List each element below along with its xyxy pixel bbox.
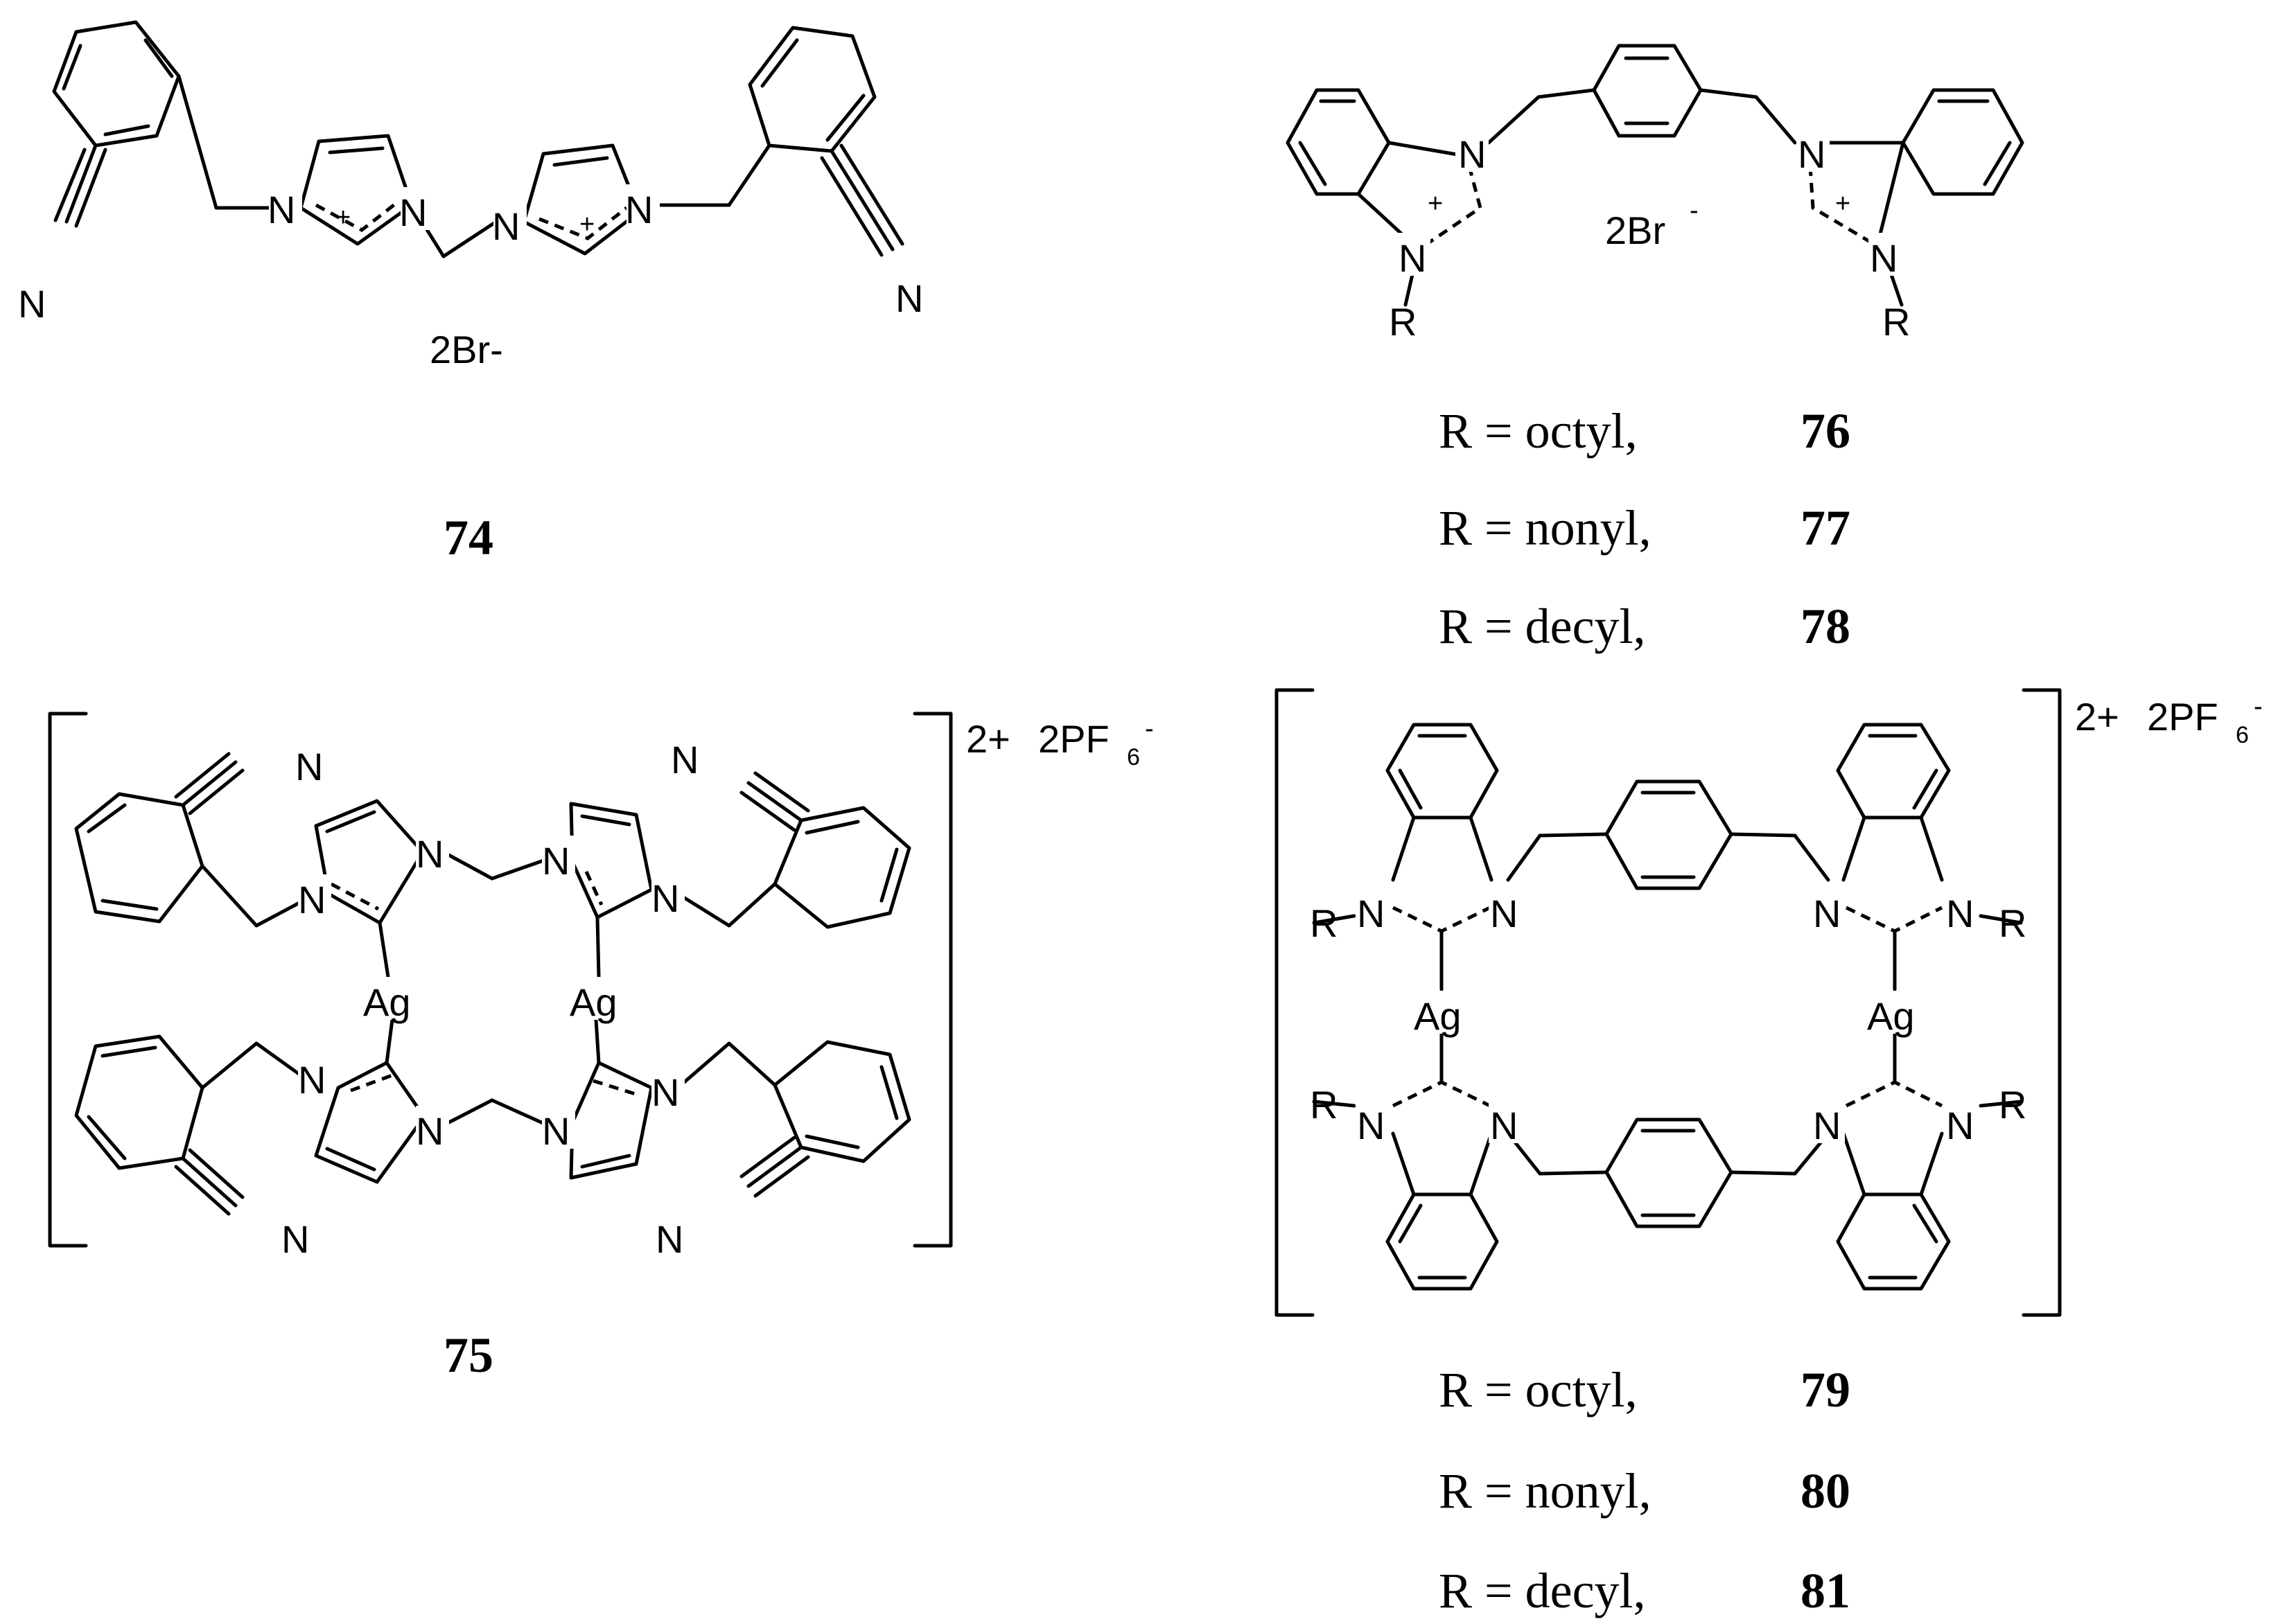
atom-N: N <box>1490 892 1518 935</box>
atom-N: N <box>298 878 326 921</box>
atom-N: N <box>1458 132 1486 176</box>
atom-N: N <box>651 1070 679 1114</box>
atom-N: N <box>399 191 427 234</box>
charge-label: 2+ <box>2075 695 2119 739</box>
atom-N: N <box>895 276 923 320</box>
series-number: 80 <box>1800 1463 1850 1519</box>
atom-N: N <box>295 745 323 788</box>
compound-75-structure <box>48 712 953 1248</box>
atom-N: N <box>1870 236 1898 280</box>
atom-N: N <box>671 738 699 782</box>
compound-76-78-structure <box>1286 44 2024 307</box>
charge-plus: + <box>1835 189 1850 218</box>
charge-plus: + <box>335 203 351 232</box>
atom-N: N <box>492 204 520 248</box>
charge-minus: - <box>1145 714 1154 743</box>
atom-N: N <box>1357 1104 1385 1147</box>
counterion-76: 2Br <box>1605 209 1665 252</box>
series-label: R = octyl, <box>1439 403 1638 459</box>
atom-N: N <box>1813 1104 1841 1147</box>
counterion-subscript: 6 <box>1127 744 1140 770</box>
counterion-pf6: 2PF <box>1038 717 1110 761</box>
atom-N: N <box>1357 892 1385 935</box>
series-number: 81 <box>1800 1563 1850 1618</box>
series-label: R = decyl, <box>1439 599 1646 654</box>
substituent-R: R <box>1389 300 1417 344</box>
counterion-subscript: 6 <box>2236 722 2249 748</box>
charge-plus: + <box>579 210 595 239</box>
series-number: 77 <box>1800 500 1850 556</box>
atom-N: N <box>1798 132 1825 176</box>
compound-74-structure <box>52 20 904 258</box>
charge-minus: - <box>2254 692 2263 721</box>
substituent-R: R <box>1882 300 1910 344</box>
series-label: R = nonyl, <box>1439 500 1651 556</box>
substituent-R: R <box>1999 1083 2026 1127</box>
series-label: R = octyl, <box>1439 1362 1638 1418</box>
atom-N: N <box>625 188 653 231</box>
atom-Ag: Ag <box>1414 994 1462 1038</box>
atom-N: N <box>18 282 46 326</box>
atom-N: N <box>656 1217 683 1261</box>
atom-N: N <box>1813 892 1841 935</box>
atom-N: N <box>1490 1104 1518 1147</box>
atom-N: N <box>268 188 295 231</box>
series-label: R = nonyl, <box>1439 1463 1651 1519</box>
compound-79-81-structure <box>1274 688 2062 1317</box>
atom-N: N <box>416 832 444 876</box>
atom-N: N <box>416 1109 444 1153</box>
atom-N: N <box>298 1058 326 1102</box>
atom-N: N <box>651 876 679 920</box>
substituent-R: R <box>1310 1083 1338 1127</box>
counterion-74: 2Br- <box>430 328 503 371</box>
counterion-pf6: 2PF <box>2147 695 2218 739</box>
atom-Ag: Ag <box>363 980 411 1024</box>
atom-N: N <box>1946 1104 1974 1147</box>
atom-Ag: Ag <box>1867 994 1915 1038</box>
charge-label: 2+ <box>966 717 1010 761</box>
atom-N: N <box>1946 892 1974 935</box>
substituent-R: R <box>1999 901 2026 945</box>
series-number: 79 <box>1800 1362 1850 1418</box>
series-number: 78 <box>1800 599 1850 654</box>
compound-number-75: 75 <box>444 1327 493 1383</box>
charge-minus: - <box>1690 196 1699 225</box>
series-number: 76 <box>1800 403 1850 459</box>
series-label: R = decyl, <box>1439 1563 1646 1618</box>
series-list-79-81: R = octyl, 79 R = nonyl, 80 R = decyl, 8… <box>1439 1362 1850 1618</box>
atom-Ag: Ag <box>570 980 617 1024</box>
series-list-76-78: R = octyl, 76 R = nonyl, 77 R = decyl, 7… <box>1439 403 1850 654</box>
atom-N: N <box>281 1217 309 1261</box>
charge-plus: + <box>1428 189 1443 218</box>
atom-N: N <box>542 839 570 883</box>
atom-N: N <box>542 1109 570 1153</box>
substituent-R: R <box>1310 901 1338 945</box>
atom-N: N <box>1399 236 1426 280</box>
compound-number-74: 74 <box>444 510 493 565</box>
